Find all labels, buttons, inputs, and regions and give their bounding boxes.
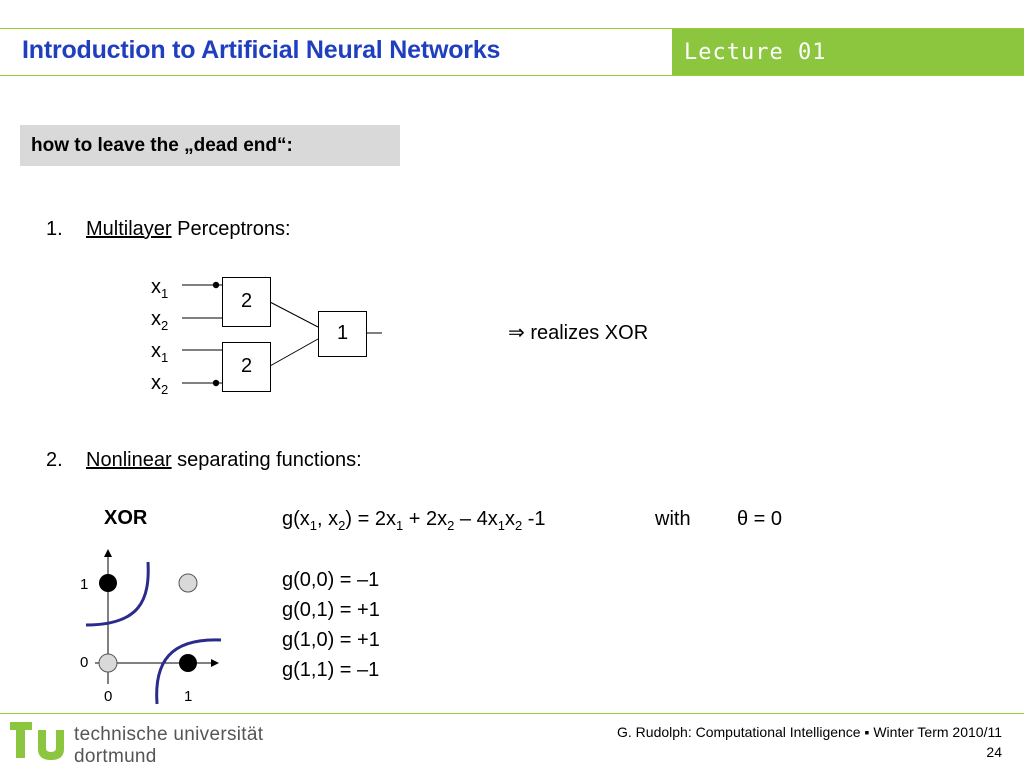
university-line-2: dortmund [74,746,157,767]
theta-value: θ = 0 [737,508,783,530]
section-heading: how to leave the „dead end“: [31,135,293,156]
point-1-0 [179,654,197,672]
point-1-1 [178,573,198,593]
output-neuron: 1 [318,311,367,357]
top-rule [0,28,1024,29]
lecture-label: Lecture 01 [684,40,827,65]
item-2-keyword: Nonlinear [86,449,172,471]
footer-rule [0,713,1024,714]
value-g00: g(0,0) = –1 [282,569,380,591]
input-label-1: x1 [151,276,169,301]
point-0-1 [99,574,117,592]
y-tick-1: 1 [80,576,89,593]
hidden-to-output-line-2 [269,338,319,367]
hidden-to-output-line-1 [269,301,319,328]
item-1-number: 1. [46,218,63,240]
page-number: 24 [986,744,1002,760]
implies-arrow: ⇒ [508,322,525,344]
with-label: with [655,508,691,530]
x-axis-arrow [211,659,219,667]
x-tick-1: 1 [184,688,193,705]
x-tick-0: 0 [104,688,113,705]
section-heading-box [20,125,400,166]
slide-title: Introduction to Artificial Neural Networ… [22,36,501,64]
result-text: ⇒ realizes XOR [508,320,648,345]
item-2-text: Nonlinear separating functions: [86,449,362,472]
separating-function: g(x1, x2) = 2x1 + 2x2 – 4x1x2 -1 [282,508,546,533]
hidden-neuron-lower: 2 [222,342,271,392]
item-2-number: 2. [46,449,63,471]
lecture-banner [672,29,1024,75]
inhibitory-input-dot-1 [212,281,220,289]
item-1-text: Multilayer Perceptrons: [86,218,291,241]
value-g10: g(1,0) = +1 [282,629,380,651]
university-line-1: technische universität [74,724,264,745]
header-rule [0,75,1024,76]
footer-credit-block: G. Rudolph: Computational Intelligence ▪… [617,722,1002,762]
result-label: realizes XOR [530,322,649,344]
item-1-keyword: Multilayer [86,218,172,240]
value-g01: g(0,1) = +1 [282,599,380,621]
tu-logo [10,722,64,760]
point-0-0 [98,653,118,673]
input-label-3: x1 [151,340,169,365]
xor-plot-title: XOR [104,507,148,529]
item-2-rest: separating functions: [171,449,362,471]
hidden-neuron-upper: 2 [222,277,271,327]
item-1-rest: Perceptrons: [171,218,291,240]
y-tick-0: 0 [80,654,89,671]
y-axis-arrow [104,549,112,557]
separating-curve-lower [155,638,222,705]
input-label-4: x2 [151,372,169,397]
input-label-2: x2 [151,308,169,333]
footer-credit: G. Rudolph: Computational Intelligence ▪… [617,724,1002,740]
value-g11: g(1,1) = –1 [282,659,380,681]
inhibitory-input-dot-2 [212,379,220,387]
separating-curve-upper [85,561,150,627]
university-name: technische universität dortmund [74,724,263,768]
